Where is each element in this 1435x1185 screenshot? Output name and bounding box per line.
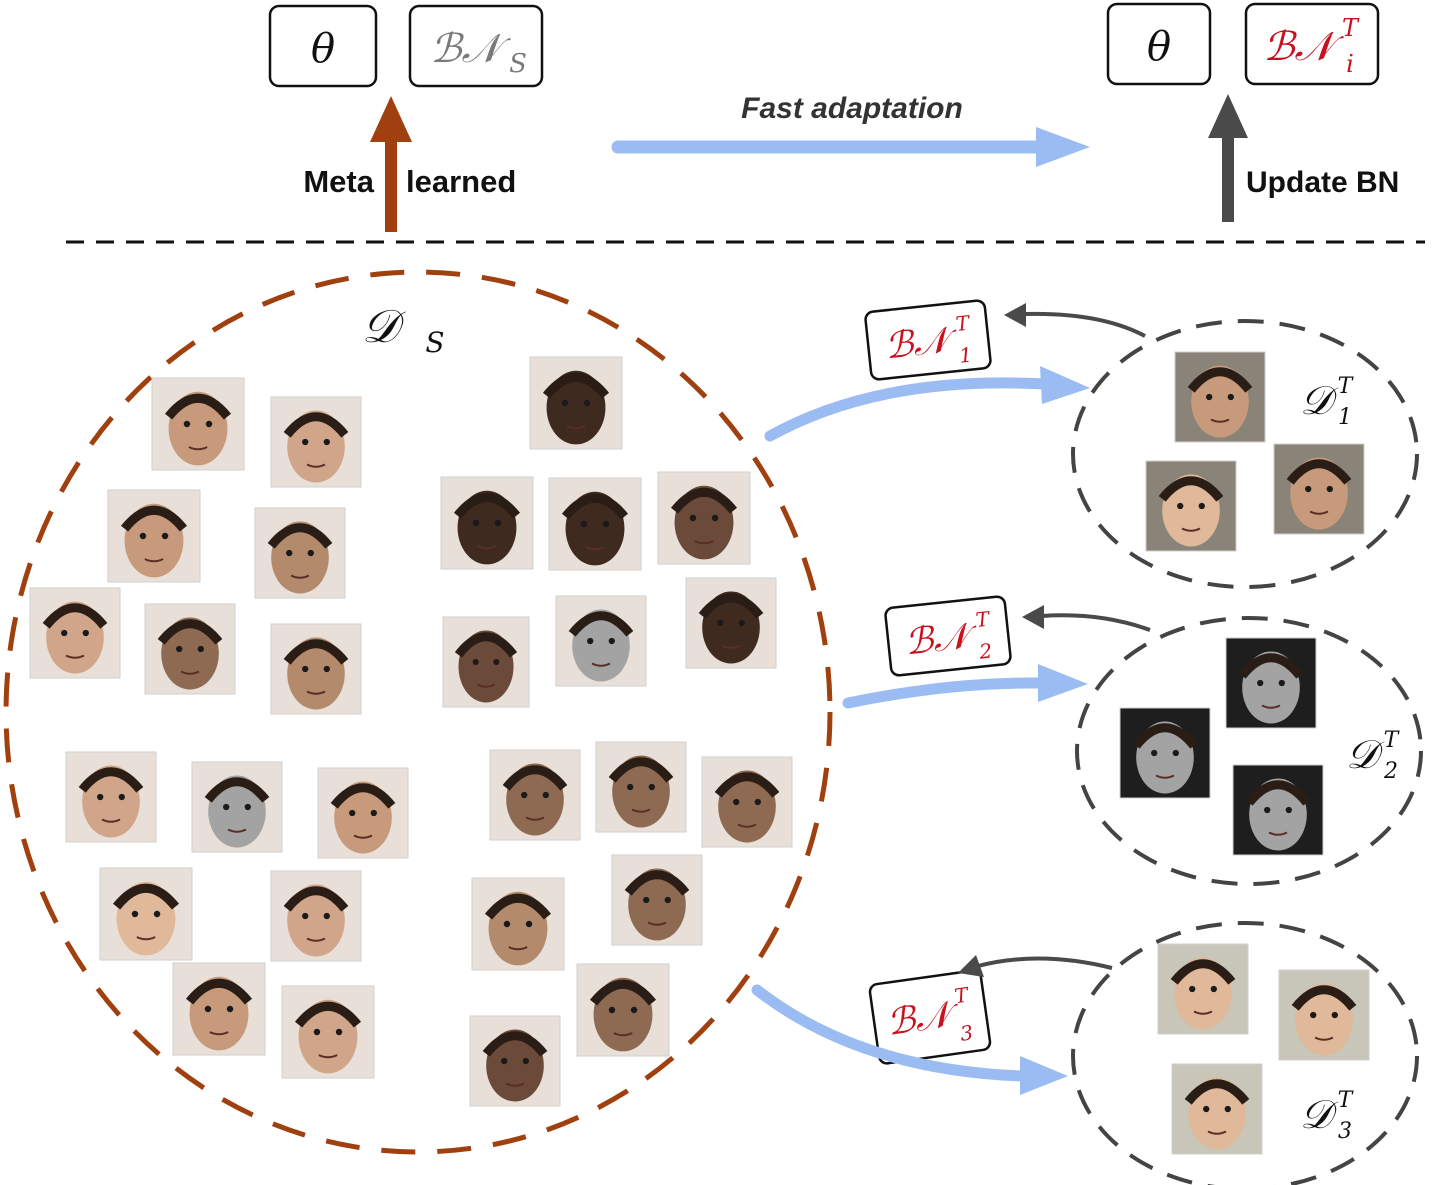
face-image [1278,969,1370,1061]
face-image [144,603,236,695]
theta-source-box: θ [268,4,378,88]
update-arrow-2 [1022,605,1151,632]
face-image [317,767,409,859]
bn-target-3-sub: 3 [959,1020,975,1046]
bn-source-sub: S [509,49,527,79]
fast-adaptation-label: Fast adaptation [741,92,963,125]
face-image [151,377,245,471]
face-image [1119,707,1211,799]
face-image [172,962,266,1056]
face-image [529,356,623,450]
adapt-arrow-3 [751,984,1068,1095]
bn-target-2-box: ℬ𝒩 T 2 [884,595,1012,677]
bn-source-box: ℬ𝒩 S [408,4,544,88]
adapt-arrow-2 [842,664,1088,709]
bn-target-sup: T [1342,14,1360,42]
update-bn-arrow [1208,94,1248,222]
face-image [1273,443,1365,535]
face-image [254,507,346,599]
bn-source-text: ℬ𝒩 [430,26,511,72]
face-image [657,471,751,565]
face-image [1145,460,1237,552]
fast-adaptation-arrow [611,127,1090,167]
face-image [611,854,703,946]
meta-learned-arrow [370,96,412,232]
face-image [1232,764,1324,856]
face-image [281,985,375,1079]
face-image [1225,637,1317,729]
update-bn-label: Update BN [1246,166,1399,199]
face-image [1157,943,1249,1035]
target-faces-1 [1145,351,1365,552]
theta-target-text: θ [1147,24,1171,70]
face-image [576,963,670,1057]
theta-source-text: θ [311,26,335,72]
face-image [1171,1063,1263,1155]
target-domain-2-sub: 2 [1383,759,1398,784]
bn-target-2-sub: 2 [977,639,993,664]
target-domain-1-circle [1071,319,1419,589]
face-image [270,623,362,715]
target-domain-2-label: 𝒟 [1346,732,1385,778]
bn-target-1-sup: T [955,311,972,336]
face-image [270,396,362,488]
face-image [270,870,362,962]
theta-target-box: θ [1106,2,1212,86]
face-image [471,877,565,971]
face-image [469,1015,561,1107]
target-faces-3 [1157,943,1370,1155]
target-domain-2-sup: T [1384,728,1401,753]
target-domain-3-sup: T [1338,1088,1355,1113]
face-image [595,741,687,833]
target-domain-3-label: 𝒟 [1300,1092,1339,1138]
bn-target-3-sup: T [953,982,971,1008]
source-domain-circle [3,269,833,1155]
face-image [440,476,534,570]
face-image [489,749,581,841]
face-image [1174,351,1266,443]
meta-label: Meta [303,164,374,199]
face-image [191,761,283,853]
face-image [442,616,530,708]
target-domain-2-circle [1075,616,1423,886]
bn-target-1-box: ℬ𝒩 T 1 [864,299,992,381]
source-domain-sub: S [425,326,444,359]
update-arrow-3 [958,955,1113,977]
bn-target-sub: i [1346,50,1354,78]
target-domain-1-label: 𝒟 [1300,378,1339,424]
face-image [555,595,647,687]
adapt-arrow-1 [764,366,1090,442]
face-image [65,751,157,843]
learned-label: learned [406,164,516,199]
face-image [701,756,793,848]
bn-target-box: ℬ𝒩 T i [1244,2,1380,86]
face-image [29,587,121,679]
face-image [548,477,642,571]
bn-target-2-sup: T [975,607,992,632]
bn-target-text: ℬ𝒩 [1263,24,1344,70]
source-domain-label: 𝒟 [362,299,407,353]
target-faces-2 [1119,637,1324,856]
source-faces [29,356,793,1107]
target-domain-3-sub: 3 [1338,1119,1352,1144]
target-domain-1-sub: 1 [1338,405,1352,430]
target-domain-1-sup: T [1338,374,1355,399]
update-arrow-1 [1004,303,1146,338]
bn-target-3-box: ℬ𝒩 T 3 [868,969,992,1065]
bn-target-1-sub: 1 [958,343,973,368]
face-image [685,577,777,669]
face-image [99,867,193,961]
face-image [107,489,201,583]
target-domain-3-circle [1071,921,1419,1185]
